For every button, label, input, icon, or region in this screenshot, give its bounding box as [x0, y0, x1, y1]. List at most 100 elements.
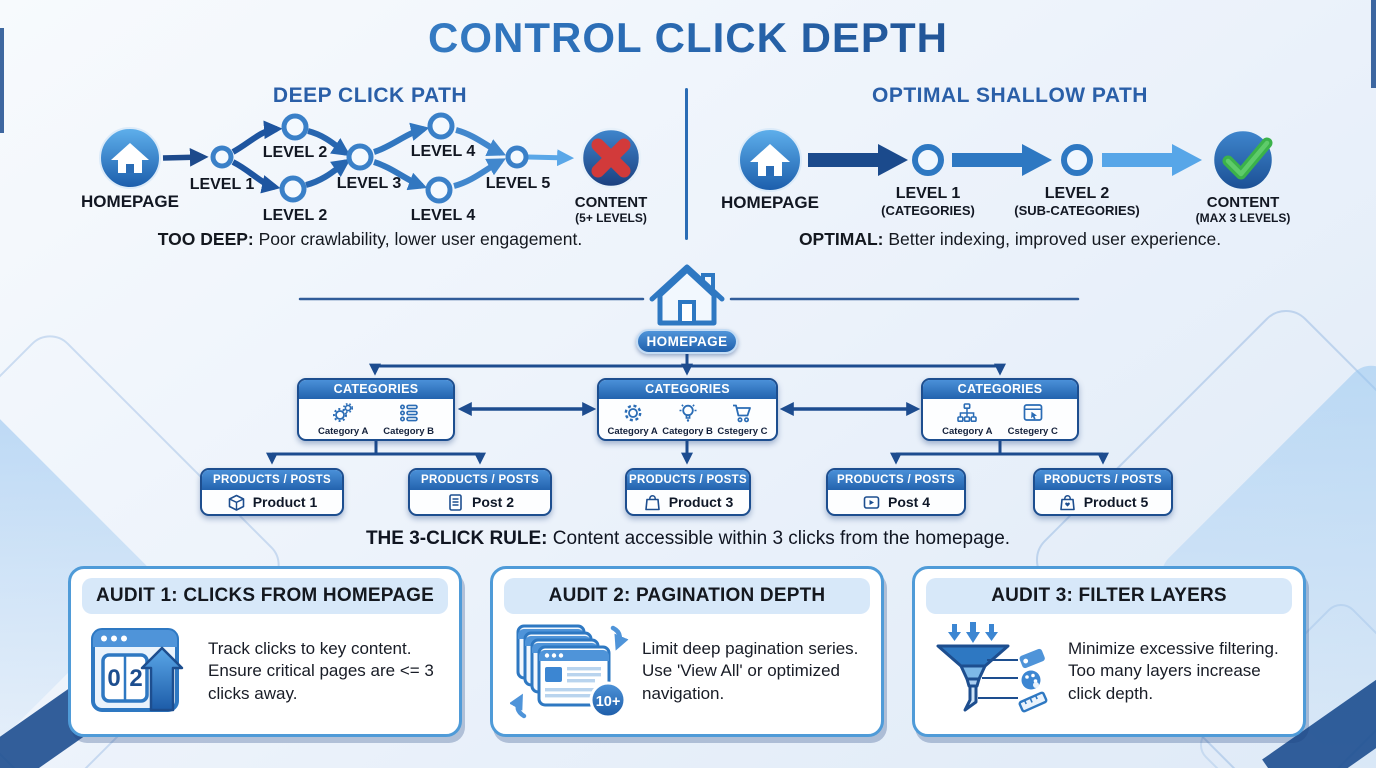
check-content-icon	[1211, 128, 1275, 192]
category-box-header: CATEGORIES	[599, 380, 776, 399]
homepage-pill: HOMEPAGE	[636, 329, 738, 354]
counter-digit-left: 0	[107, 665, 120, 692]
three-click-rule-text: Content accessible within 3 clicks from …	[547, 528, 1011, 549]
product-box-2: PRODUCTS / POSTS Post 2	[408, 468, 552, 516]
shallow-level-1-label: LEVEL 1	[896, 185, 961, 202]
shallow-path-diagram: HOMEPAGE LEVEL 1 (CATEGORIES) LEVEL 2 (S…	[721, 128, 1291, 225]
shallow-path-heading: OPTIMAL SHALLOW PATH	[872, 84, 1148, 107]
category-item-label: Category A	[942, 425, 993, 437]
ruler-icon	[1018, 691, 1048, 712]
gears-icon	[333, 402, 354, 422]
sitemap-icon	[957, 402, 978, 422]
shallow-content-label: CONTENT	[1207, 194, 1280, 211]
cycle-arrow-top	[610, 625, 629, 651]
level-5-label: LEVEL 5	[486, 175, 551, 192]
category-item-label: Category A	[317, 425, 369, 437]
shallow-level-1-sublabel: (CATEGORIES)	[881, 203, 975, 218]
bag-heart-icon	[1059, 494, 1075, 510]
category-item: Cstegery C	[717, 401, 768, 437]
sitemap-connectors	[266, 264, 1109, 465]
pagination-stack-icon: 10+	[510, 624, 629, 718]
level-3-node	[346, 143, 374, 171]
category-item: Category B	[383, 401, 434, 437]
deep-path-heading: DEEP CLICK PATH	[272, 84, 468, 107]
pagination-badge	[589, 681, 627, 718]
audit-card-3: AUDIT 3: FILTER LAYERS	[912, 566, 1306, 737]
product-box-1: PRODUCTS / POSTS Product 1	[200, 468, 344, 516]
deep-content-sublabel: (5+ LEVELS)	[575, 211, 647, 225]
product-box-header: PRODUCTS / POSTS	[202, 470, 342, 490]
level-4-bottom-label: LEVEL 4	[411, 207, 476, 224]
level-4-bottom-node	[425, 176, 453, 204]
product-box-label: Post 2	[471, 494, 514, 510]
product-box-label: Product 5	[1083, 494, 1149, 510]
audit-card-1: AUDIT 1: CLICKS FROM HOMEPAGE 0 2	[68, 566, 462, 737]
blocked-content-icon	[580, 127, 642, 189]
category-item-label: Cstegery C	[1007, 425, 1058, 437]
category-box-header: CATEGORIES	[299, 380, 453, 399]
category-box-3: CATEGORIES Category A Cstegery C	[921, 378, 1079, 441]
audit-1-text: Track clicks to key content. Ensure crit…	[208, 638, 434, 703]
product-box-label: Product 3	[668, 494, 734, 510]
home-icon	[99, 127, 161, 189]
level-2-top-label: LEVEL 2	[263, 144, 328, 161]
funnel-input-arrows	[948, 621, 998, 643]
arrow-level1-to-level2	[952, 144, 1052, 176]
level-4-top-label: LEVEL 4	[411, 143, 476, 160]
click-counter-icon: 0 2	[91, 627, 184, 712]
shallow-level-1-node	[912, 144, 944, 176]
audit-card-2: AUDIT 2: PAGINATION DEPTH	[490, 566, 884, 737]
deep-path-caption-bold: TOO DEEP:	[157, 229, 254, 249]
counter-digit-right: 2	[129, 665, 142, 692]
level-5-node	[505, 145, 529, 169]
level-2-bottom-node	[279, 175, 307, 203]
list-icon	[399, 404, 418, 421]
product-box-5: PRODUCTS / POSTS Product 5	[1033, 468, 1173, 516]
cycle-arrow-bottom	[510, 693, 527, 718]
level-1-label: LEVEL 1	[190, 176, 255, 193]
product-box-header: PRODUCTS / POSTS	[828, 470, 964, 490]
category-item: Category B	[662, 401, 713, 437]
shallow-level-2-sublabel: (SUB-CATEGORIES)	[1014, 203, 1139, 218]
shallow-path-caption-text: Better indexing, improved user experienc…	[883, 229, 1222, 249]
category-item: Cstegery C	[1008, 401, 1058, 437]
arrow-level2-to-content	[1102, 144, 1202, 176]
level-1-node	[210, 145, 234, 169]
gear-icon	[624, 404, 642, 421]
cart-icon	[733, 404, 752, 422]
audit-2-header: AUDIT 2: PAGINATION DEPTH	[504, 578, 870, 614]
product-box-header: PRODUCTS / POSTS	[627, 470, 749, 490]
level-3-label: LEVEL 3	[337, 175, 402, 192]
home-icon	[738, 128, 802, 192]
section-divider	[685, 88, 688, 240]
browser-cursor-icon	[1023, 403, 1043, 421]
level-2-bottom-label: LEVEL 2	[263, 207, 328, 224]
tag-icon	[1019, 648, 1045, 668]
shallow-level-2-node	[1061, 144, 1093, 176]
category-item: Category A	[318, 401, 368, 437]
product-box-label: Post 4	[887, 494, 930, 510]
shallow-content-sublabel: (MAX 3 LEVELS)	[1196, 211, 1291, 225]
three-click-rule: THE 3-CLICK RULE: Content accessible wit…	[0, 528, 1376, 550]
pagination-badge-label: 10+	[596, 694, 621, 710]
package-icon	[228, 494, 245, 511]
deep-path-diagram: HOMEPAGE LEVEL 1 LEVEL 2 LEVEL 2 LEVEL 3…	[81, 112, 647, 225]
category-item-label: Category A	[607, 425, 658, 437]
shallow-path-caption: OPTIMAL: Better indexing, improved user …	[700, 229, 1320, 250]
filter-funnel-icon	[936, 621, 1048, 712]
category-item-label: Cstegery C	[717, 425, 768, 437]
deep-click-path-panel: DEEP CLICK PATH	[55, 84, 685, 254]
level-2-top-node	[281, 113, 309, 141]
category-item: Category A	[942, 401, 992, 437]
page-title: CONTROL CLICK DEPTH	[0, 14, 1376, 62]
shopping-bag-icon	[644, 494, 660, 510]
video-icon	[863, 495, 880, 509]
audit-1-header: AUDIT 1: CLICKS FROM HOMEPAGE	[82, 578, 448, 614]
category-item-label: Category B	[662, 425, 713, 437]
arrow-homepage-to-level1	[808, 144, 908, 176]
homepage-label: HOMEPAGE	[721, 193, 819, 212]
homepage-label: HOMEPAGE	[81, 192, 179, 211]
deep-path-caption-text: Poor crawlability, lower user engagement…	[253, 229, 583, 249]
homepage-house-icon	[649, 264, 725, 326]
product-box-3: PRODUCTS / POSTS Product 3	[625, 468, 751, 516]
